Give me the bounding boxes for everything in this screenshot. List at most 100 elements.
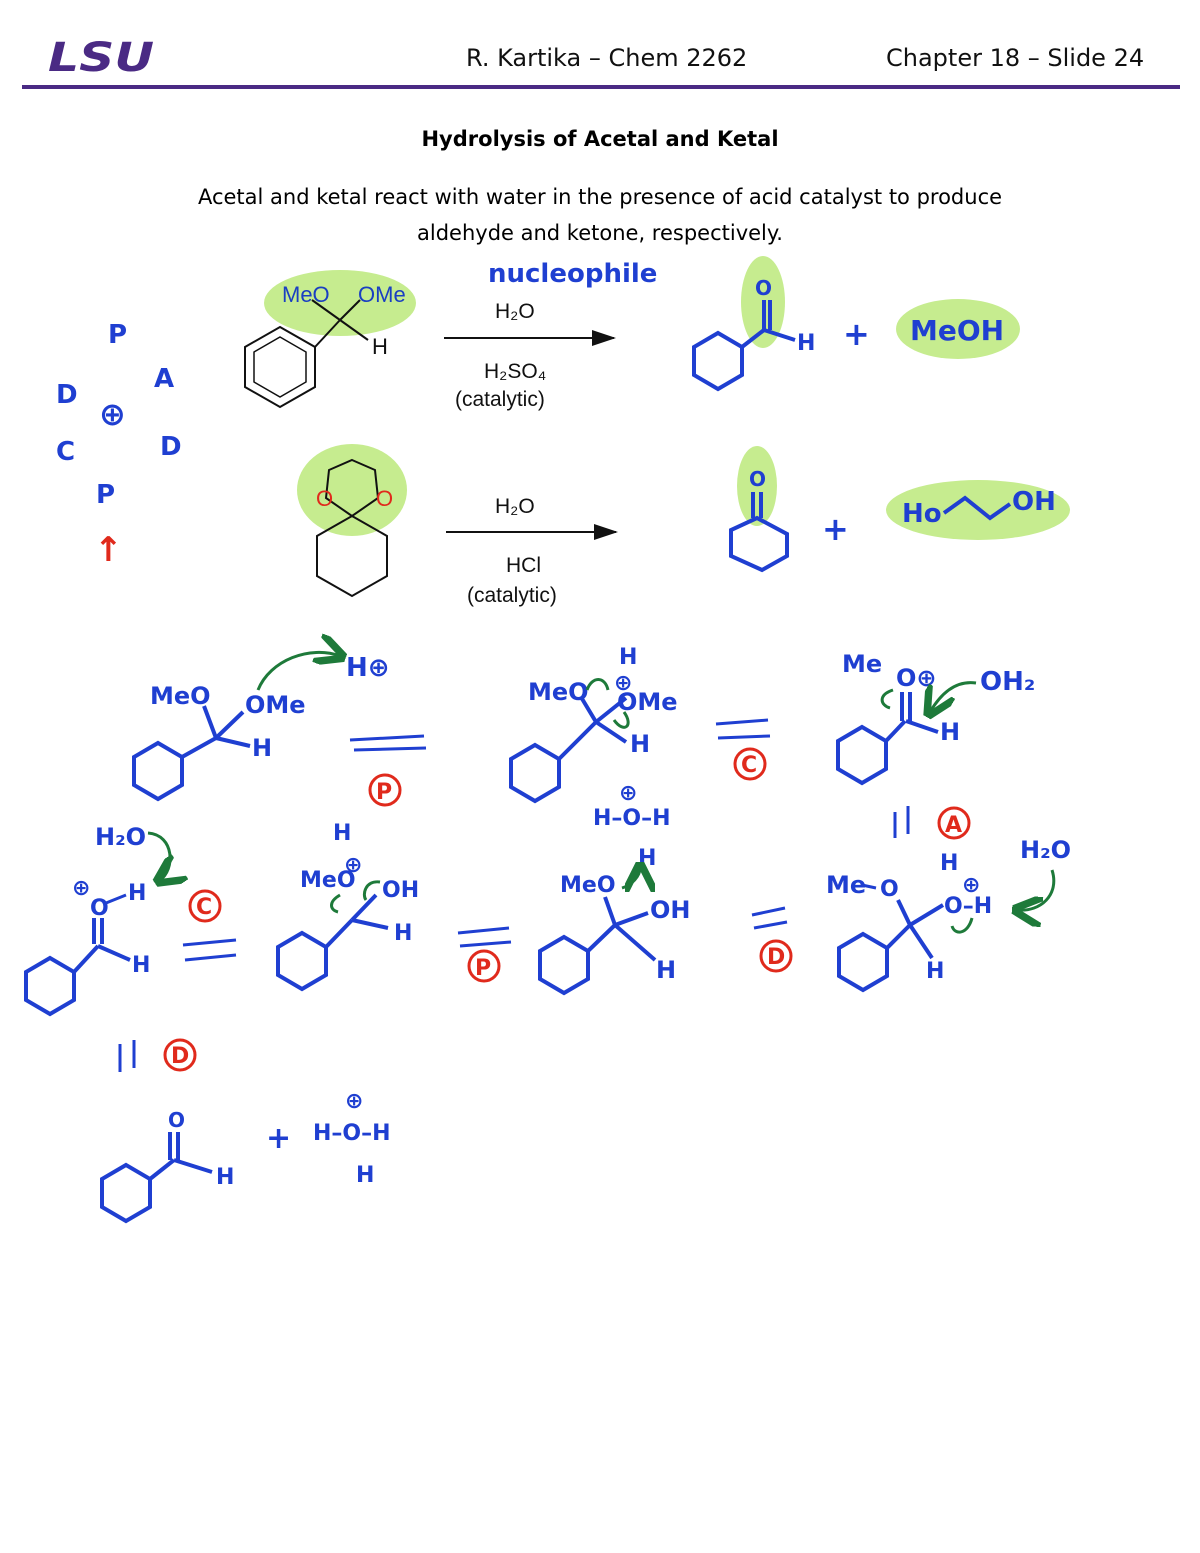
- mnemonic-d-right: D: [160, 432, 182, 462]
- label-d-1: [759, 939, 793, 973]
- cyclohexanone-ring: [729, 515, 789, 573]
- highlight-acetal: [264, 270, 416, 336]
- label-a: [937, 806, 971, 840]
- lsu-logo-text: LSU: [48, 36, 154, 76]
- s7-o: O: [880, 877, 899, 902]
- cyclohexane-ring: [316, 514, 388, 598]
- mnemonic-p-bottom: P: [96, 480, 115, 510]
- mnemonic-a: A: [154, 364, 174, 394]
- acetal-ome: OMe: [358, 282, 406, 307]
- highlight-ketone: [737, 446, 777, 526]
- mechanism-row-2: H₂O ⊕ O H H C H ⊕ MeO OH H P ⊕ H–O–H: [24, 781, 1071, 1017]
- s2-ome: OMe: [617, 688, 678, 716]
- mnemonic-p-top: P: [108, 320, 127, 350]
- reaction1-reagent: H₂O: [495, 300, 535, 323]
- svg-text:⊕: ⊕: [344, 853, 362, 878]
- label-c-2: [188, 889, 222, 923]
- benzaldehyde-ring: [692, 330, 744, 392]
- s4-h2o: H₂O: [95, 823, 146, 851]
- mnemonic-center-charge: ⊕: [99, 395, 126, 433]
- s5-meo: MeO: [300, 868, 356, 893]
- benzene-ring: [244, 325, 316, 409]
- reaction2-reagent: H₂O: [495, 495, 535, 518]
- s1-ome: OMe: [245, 691, 306, 719]
- s7-top-h: H: [940, 851, 958, 876]
- svg-text:C: C: [196, 895, 212, 920]
- equilibrium-a: A: [893, 806, 971, 840]
- r3-h: H: [216, 1165, 234, 1190]
- acetal-meo: MeO: [282, 282, 330, 307]
- mnemonic: P A D C D P ⊕ ↑: [56, 320, 182, 570]
- nucleophile-label: nucleophile: [488, 259, 657, 289]
- reaction2-catalyst: HCl: [506, 554, 541, 577]
- svg-text:D: D: [171, 1044, 189, 1069]
- svg-text:OH: OH: [1012, 487, 1056, 517]
- r3-charge: ⊕: [345, 1089, 363, 1114]
- mechanism-row-1: MeO OMe H H⊕ P H MeO OMe ⊕ H C Me O⊕ H: [132, 645, 1035, 807]
- s2-meo: MeO: [528, 678, 589, 706]
- s3-h: H: [940, 718, 960, 746]
- s1-h: H: [252, 734, 272, 762]
- svg-text:⊕: ⊕: [614, 671, 632, 696]
- s4-h: H: [128, 881, 146, 906]
- r3-h3o: H–O–H: [313, 1121, 391, 1146]
- s1-meo: MeO: [150, 682, 211, 710]
- s3-oh2: OH₂: [980, 667, 1035, 697]
- s7-oh: O–H: [944, 894, 992, 919]
- label-p-1: [368, 773, 402, 807]
- svg-text:⊕: ⊕: [619, 781, 637, 806]
- s6-h3o-top: H–O–H: [593, 806, 671, 831]
- reaction-2: O O H₂O HCl (catalytic) O + Ho OH: [297, 444, 1070, 607]
- s2-top-h: H: [619, 645, 637, 670]
- mnemonic-c: C: [56, 437, 75, 467]
- mnemonic-up-arrow: ↑: [94, 530, 123, 570]
- reaction2-catalyst-note: (catalytic): [467, 584, 557, 607]
- proton: H⊕: [346, 653, 390, 683]
- equilibrium-d: D: [118, 1038, 197, 1072]
- lsu-logo: LSU: [48, 35, 156, 81]
- s4-o: O: [90, 896, 109, 921]
- r3-plus: +: [266, 1121, 291, 1156]
- ketal-o-right: O: [376, 486, 393, 511]
- s4-ch: H: [132, 953, 150, 978]
- s3-o: O⊕: [896, 664, 937, 692]
- svg-text:D: D: [767, 945, 785, 970]
- svg-text:C: C: [741, 753, 757, 778]
- byproduct-meoh: MeOH: [910, 314, 1004, 347]
- label-p-2: [467, 949, 501, 983]
- intro-line-1: Acetal and ketal react with water in the…: [197, 185, 1003, 209]
- r3-o: O: [168, 1108, 185, 1132]
- mnemonic-d-left: D: [56, 380, 78, 410]
- reaction2-plus: +: [822, 510, 849, 548]
- product2-o: O: [749, 467, 766, 491]
- s2-h: H: [630, 730, 650, 758]
- s6-meo: MeO: [560, 873, 616, 898]
- ketal-o-left: O: [316, 486, 333, 511]
- header-rule: [22, 85, 1180, 89]
- svg-text:A: A: [945, 813, 962, 838]
- intro-line-2: aldehyde and ketone, respectively.: [417, 221, 783, 245]
- reaction1-plus: +: [843, 315, 870, 353]
- acetal-h: H: [372, 334, 388, 359]
- svg-text:P: P: [475, 956, 491, 981]
- slide-label: Chapter 18 – Slide 24: [886, 44, 1145, 72]
- label-c-1: [733, 747, 767, 781]
- s6-h3o-bottom: H: [638, 846, 656, 871]
- s6-h: H: [656, 956, 676, 984]
- slide-title: Hydrolysis of Acetal and Ketal: [421, 127, 779, 151]
- s7-h: H: [926, 959, 944, 984]
- s7-h2o: H₂O: [1020, 836, 1071, 864]
- s6-oh: OH: [650, 896, 691, 924]
- product1-h: H: [797, 331, 815, 356]
- svg-text:⊕: ⊕: [962, 873, 980, 898]
- label-d-2: [163, 1038, 197, 1072]
- mechanism-row-3: O H + ⊕ H–O–H H: [100, 1089, 391, 1224]
- s5-h: H: [394, 921, 412, 946]
- highlight-ketal: [297, 444, 407, 536]
- s7-me: Me: [826, 871, 866, 899]
- product1-o: O: [755, 276, 772, 300]
- byproduct-diol: Ho: [902, 499, 942, 529]
- s5-oh: OH: [382, 878, 419, 903]
- r3-h3o-bottom: H: [356, 1163, 374, 1188]
